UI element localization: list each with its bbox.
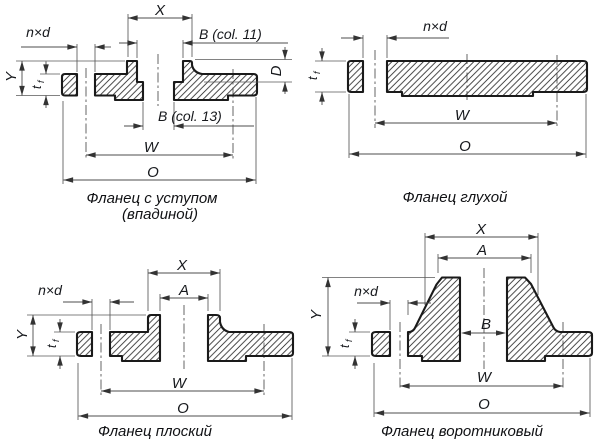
dim-label-b-col13: B (col. 13) — [158, 108, 222, 124]
figure-blind-flange: n×d t f W O Фланец глухой — [306, 18, 589, 206]
dim-label-x: X — [475, 221, 487, 238]
dim-label-nxd: n×d — [26, 24, 51, 40]
centerlines — [85, 54, 234, 159]
svg-text:t: t — [45, 344, 59, 348]
section-left-rim — [370, 330, 392, 358]
dim-label-nxd: n×d — [38, 282, 63, 298]
dim-label-tf: t f — [306, 70, 322, 80]
dim-label-nxd: n×d — [354, 283, 379, 299]
section-left-hub — [406, 276, 462, 363]
dim-label-tf: t f — [338, 338, 354, 348]
flange-cross-section — [60, 59, 259, 102]
dim-label-x: X — [176, 257, 188, 274]
dim-label-a: A — [178, 282, 189, 299]
dimension-labels: n×d t f W O — [306, 18, 471, 155]
dim-label-y: Y — [3, 71, 20, 82]
section-left-rim — [60, 72, 79, 97]
svg-text:f: f — [36, 79, 46, 83]
section-main-body — [385, 59, 589, 98]
caption-blind: Фланец глухой — [403, 189, 508, 206]
dim-label-d: D — [268, 65, 285, 76]
dim-label-b-col11: B (col. 11) — [199, 26, 262, 42]
section-left-body — [108, 313, 162, 363]
flange-cross-section — [370, 276, 594, 363]
dim-label-w: W — [455, 107, 471, 124]
figure-collar-flange: X A n×d Y t f B W O Фланец воротниковый — [308, 221, 594, 440]
svg-text:f: f — [344, 338, 354, 342]
dimension-labels: X B (col. 11) n×d Y t f D B (col. 13) W … — [3, 2, 285, 181]
dimension-lines — [27, 269, 293, 420]
section-right-hub — [505, 276, 594, 363]
dimension-lines — [315, 35, 587, 158]
caption-stepped-line1: Фланец с уступом — [87, 190, 218, 207]
dim-label-w: W — [144, 139, 160, 156]
section-left-rim — [75, 330, 94, 358]
dim-label-w: W — [477, 369, 493, 386]
svg-text:t: t — [30, 85, 44, 89]
dim-label-nxd: n×d — [423, 18, 448, 34]
dim-label-a: A — [476, 242, 487, 259]
section-right-body — [172, 59, 259, 102]
dim-label-x: X — [154, 2, 166, 19]
dim-label-o: O — [459, 138, 471, 155]
dim-label-b: B — [481, 316, 491, 333]
dim-label-o: O — [177, 400, 189, 417]
figure-stepped-flange: X B (col. 11) n×d Y t f D B (col. 13) W … — [3, 2, 292, 223]
section-left-rim — [346, 59, 365, 94]
dim-label-o: O — [478, 396, 490, 413]
svg-text:t: t — [306, 76, 320, 80]
dim-label-y: Y — [14, 329, 31, 340]
dim-label-o: O — [147, 164, 159, 181]
dim-label-tf: t f — [30, 79, 46, 89]
caption-flat: Фланец плоский — [98, 423, 213, 440]
svg-text:t: t — [338, 344, 352, 348]
dimension-labels: X A n×d Y t f B W O — [308, 221, 493, 413]
section-right-body — [206, 313, 295, 363]
caption-collar: Фланец воротниковый — [381, 423, 544, 440]
dim-label-y: Y — [308, 309, 325, 320]
svg-text:f: f — [51, 338, 61, 342]
flange-cross-section — [75, 313, 295, 363]
dimension-lines — [322, 233, 591, 417]
caption-stepped-line2: (впадиной) — [122, 206, 198, 223]
figure-flat-flange: X A n×d Y t f W O Фланец плоский — [14, 257, 295, 440]
dimension-labels: X A n×d Y t f W O — [14, 257, 189, 417]
section-left-body — [93, 59, 145, 102]
flange-cross-section — [346, 59, 589, 98]
dim-label-w: W — [172, 375, 188, 392]
dim-label-tf: t f — [45, 338, 61, 348]
dimension-lines — [16, 14, 292, 184]
centerlines — [100, 305, 265, 395]
svg-text:f: f — [312, 70, 322, 74]
